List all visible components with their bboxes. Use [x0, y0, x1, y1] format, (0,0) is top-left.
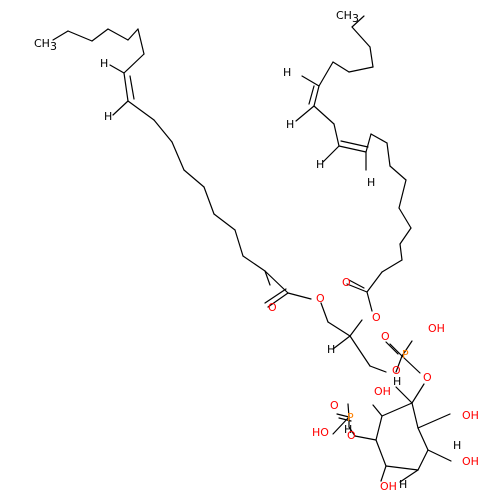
atom-label-hc: H: [327, 343, 335, 356]
atom-label-ho1: HO: [312, 426, 329, 439]
atom-label-ch3b: CH3: [336, 9, 359, 25]
atom-label-o4: O: [372, 311, 381, 324]
atom-label-h10: H: [344, 423, 352, 436]
atom-label-p1: P: [402, 348, 409, 361]
atom-label-ch3: CH3: [34, 37, 57, 53]
atom-label-h2: H: [104, 110, 112, 123]
atom-label-o5: O: [392, 364, 401, 377]
atom-label-h1: H: [100, 57, 108, 70]
atom-label-oh3: OH: [462, 409, 479, 422]
atom-subscript-ch3b: 3: [352, 12, 359, 25]
atom-label-o9: O: [330, 399, 339, 412]
atom-label-o8: O: [347, 429, 356, 442]
atom-label-h5: H: [316, 158, 324, 171]
atom-label-p2: P: [347, 411, 354, 424]
atom-label-h9: H: [399, 478, 407, 491]
atom-label-oh1: OH: [428, 322, 445, 335]
atom-label-o6: O: [381, 330, 390, 343]
bond-lines: [52, 15, 452, 483]
atom-label-h3: H: [283, 66, 291, 79]
atom-label-h8: H: [453, 439, 461, 452]
atom-label-o2: O: [316, 292, 325, 305]
atom-label-oh5: OH: [380, 480, 397, 493]
atom-label-h6: H: [367, 176, 375, 189]
atom-label-oh4: OH: [462, 455, 479, 468]
atom-label-oh2: OH: [374, 385, 391, 398]
atom-label-o1: O: [268, 301, 277, 314]
atom-label-h4: H: [286, 118, 294, 131]
atom-label-o3: O: [342, 276, 351, 289]
atom-label-h7: H: [393, 375, 401, 388]
atom-label-o7: O: [423, 371, 432, 384]
atom-subscript-ch3: 3: [50, 40, 57, 53]
